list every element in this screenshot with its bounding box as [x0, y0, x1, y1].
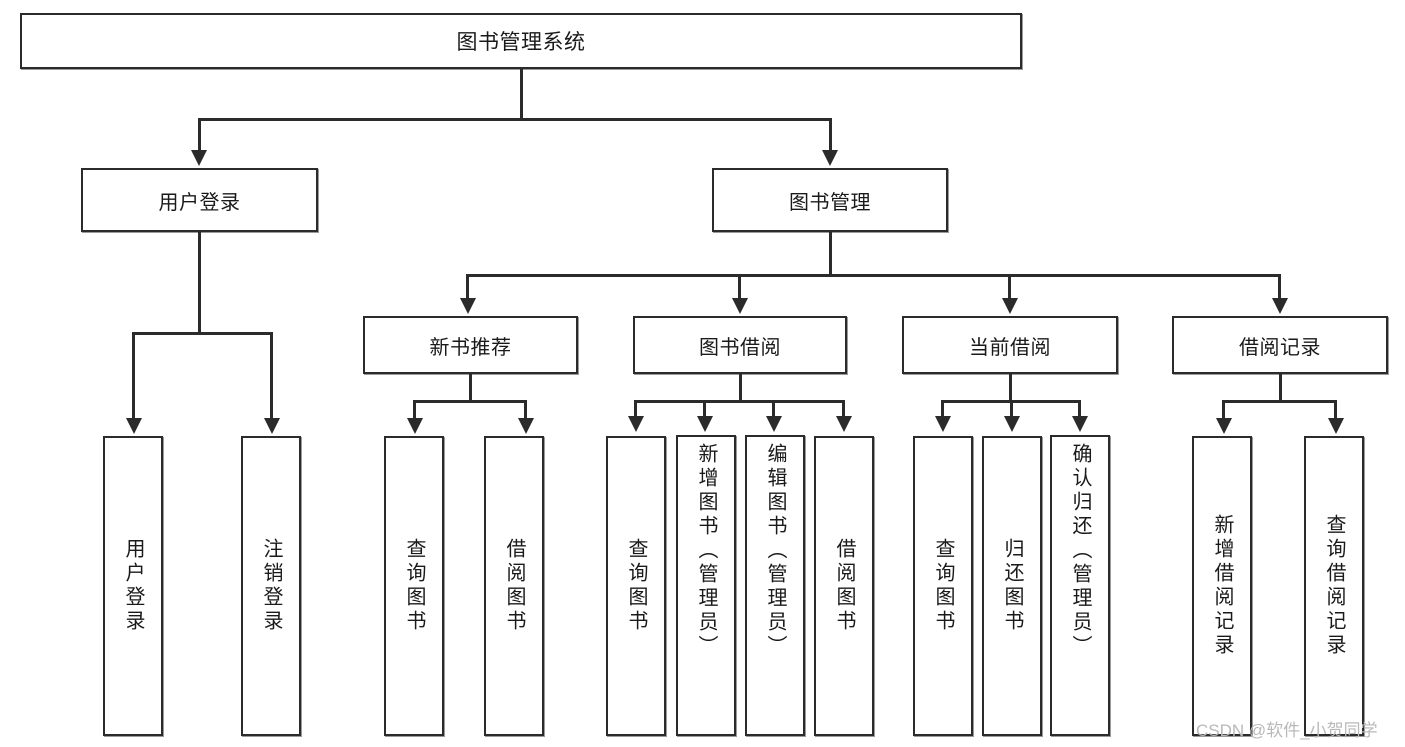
connector-book-manage-stem	[829, 232, 832, 276]
node-leaf-query-book-recommend[interactable]: 查询图书	[384, 436, 444, 736]
arrowhead-borrow-record	[1272, 298, 1288, 314]
node-leaf-borrow-book-recommend[interactable]: 借阅图书	[484, 436, 544, 736]
connector-root-stem	[520, 69, 523, 120]
connector-user-login-to-leaf-1	[132, 332, 135, 420]
node-label: 编辑图书（管理员）	[764, 443, 786, 659]
node-root-book-management-system[interactable]: 图书管理系统	[20, 13, 1022, 69]
connector-book-manage-to-borrow-record	[1278, 274, 1281, 300]
connector-book-borrow-to-leaf-2	[703, 400, 706, 418]
arrowhead-borrow-record-leaf-1	[1216, 418, 1232, 434]
node-label: 图书管理	[789, 191, 871, 214]
arrowhead-new-book-recommend	[460, 298, 476, 314]
arrowhead-user-login-leaf-2	[264, 418, 280, 434]
node-leaf-query-book-current[interactable]: 查询图书	[913, 436, 973, 736]
node-label: 查询图书	[625, 538, 647, 634]
connector-book-borrow-to-leaf-1	[634, 400, 637, 418]
connector-user-login-bar	[132, 332, 273, 335]
connector-root-to-user-login	[198, 118, 201, 152]
connector-user-login-to-leaf-2	[270, 332, 273, 420]
arrowhead-book-borrow-leaf-1	[628, 416, 644, 432]
connector-new-book-to-leaf-1	[413, 400, 416, 420]
node-label: 查询图书	[403, 538, 425, 634]
node-label: 查询借阅记录	[1323, 514, 1345, 658]
node-label: 图书借阅	[699, 336, 781, 359]
node-label: 借阅图书	[503, 538, 525, 634]
arrowhead-new-book-leaf-2	[518, 418, 534, 434]
arrowhead-book-borrow-leaf-2	[697, 416, 713, 432]
node-leaf-edit-book[interactable]: 编辑图书（管理员）	[745, 435, 805, 736]
node-borrow-record[interactable]: 借阅记录	[1172, 316, 1388, 374]
node-label: 用户登录	[158, 191, 241, 214]
arrowhead-current-borrow	[1002, 298, 1018, 314]
connector-new-book-bar	[413, 400, 527, 403]
node-label: 归还图书	[1001, 538, 1023, 634]
node-leaf-add-book[interactable]: 新增图书（管理员）	[676, 435, 736, 736]
node-leaf-query-borrow-record[interactable]: 查询借阅记录	[1304, 436, 1364, 736]
connector-root-to-book-manage	[829, 118, 832, 152]
connector-new-book-to-leaf-2	[524, 400, 527, 420]
arrowhead-borrow-record-leaf-2	[1328, 418, 1344, 434]
node-leaf-query-book-borrow[interactable]: 查询图书	[606, 436, 666, 736]
connector-current-borrow-stem	[1009, 374, 1012, 402]
connector-root-bar	[198, 118, 832, 121]
arrowhead-book-borrow-leaf-4	[836, 416, 852, 432]
node-user-login[interactable]: 用户登录	[81, 168, 318, 232]
connector-current-borrow-to-leaf-1	[941, 400, 944, 418]
connector-book-manage-to-current-borrow	[1008, 274, 1011, 300]
connector-book-borrow-stem	[739, 374, 742, 402]
arrowhead-book-borrow	[732, 298, 748, 314]
node-leaf-logout-login[interactable]: 注销登录	[241, 436, 301, 736]
node-label: 当前借阅	[969, 336, 1051, 359]
connector-current-borrow-to-leaf-3	[1078, 400, 1081, 418]
csdn-watermark: CSDN @软件_小贺同学	[1196, 721, 1378, 740]
connector-new-book-stem	[469, 374, 472, 402]
connector-book-borrow-bar	[634, 400, 845, 403]
arrowhead-current-borrow-leaf-3	[1072, 416, 1088, 432]
connector-current-borrow-to-leaf-2	[1010, 400, 1013, 418]
connector-book-borrow-to-leaf-3	[772, 400, 775, 418]
arrowhead-user-login-leaf-1	[126, 418, 142, 434]
node-leaf-borrow-book[interactable]: 借阅图书	[814, 436, 874, 736]
node-label: 新增借阅记录	[1211, 514, 1233, 658]
node-leaf-user-login[interactable]: 用户登录	[103, 436, 163, 736]
node-leaf-return-book[interactable]: 归还图书	[982, 436, 1042, 736]
connector-borrow-record-stem	[1279, 374, 1282, 402]
arrowhead-root-to-user-login	[191, 150, 207, 166]
node-label: 新增图书（管理员）	[695, 443, 717, 659]
connector-borrow-record-to-leaf-2	[1334, 400, 1337, 420]
node-book-borrow[interactable]: 图书借阅	[633, 316, 847, 374]
node-label: 用户登录	[122, 538, 144, 634]
connector-book-manage-bar	[466, 274, 1281, 277]
arrowhead-new-book-leaf-1	[407, 418, 423, 434]
connector-user-login-stem	[198, 232, 201, 334]
node-new-book-recommend[interactable]: 新书推荐	[363, 316, 578, 374]
node-label: 图书管理系统	[456, 31, 586, 54]
connector-borrow-record-to-leaf-1	[1222, 400, 1225, 420]
node-label: 借阅记录	[1239, 336, 1321, 359]
arrowhead-current-borrow-leaf-1	[935, 416, 951, 432]
arrowhead-root-to-book-manage	[822, 150, 838, 166]
node-current-borrow[interactable]: 当前借阅	[902, 316, 1118, 374]
arrowhead-book-borrow-leaf-3	[766, 416, 782, 432]
node-leaf-confirm-return[interactable]: 确认归还（管理员）	[1050, 435, 1110, 736]
node-book-management[interactable]: 图书管理	[712, 168, 948, 232]
connector-book-manage-to-new-book	[466, 274, 469, 300]
arrowhead-current-borrow-leaf-2	[1004, 416, 1020, 432]
node-label: 借阅图书	[833, 538, 855, 634]
connector-book-manage-to-book-borrow	[738, 274, 741, 300]
node-label: 查询图书	[932, 538, 954, 634]
node-label: 确认归还（管理员）	[1069, 443, 1091, 659]
node-leaf-add-borrow-record[interactable]: 新增借阅记录	[1192, 436, 1252, 736]
connector-borrow-record-bar	[1222, 400, 1337, 403]
node-label: 注销登录	[260, 538, 282, 634]
node-label: 新书推荐	[429, 336, 512, 359]
connector-book-borrow-to-leaf-4	[842, 400, 845, 418]
